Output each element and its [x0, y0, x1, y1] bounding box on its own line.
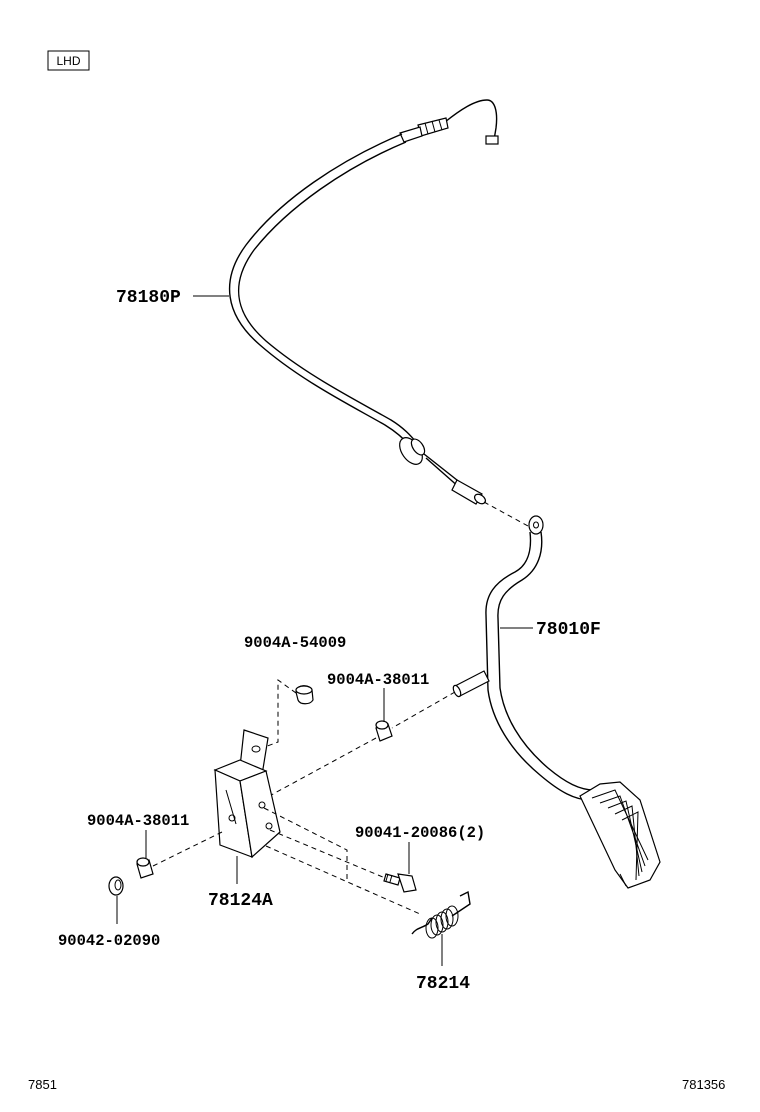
pedal-arm-part-number: 78010F — [536, 620, 601, 640]
region-tag-label: LHD — [56, 54, 80, 68]
bracket-part-number: 78124A — [208, 891, 273, 911]
return-spring[interactable] — [411, 890, 471, 939]
bushing-right-callout: 9004A-38011 — [327, 671, 429, 722]
bolt-part-number: 90041-20086(2) — [355, 824, 485, 842]
bolt-callout: 90041-20086(2) — [355, 824, 485, 874]
bolt[interactable] — [383, 873, 417, 893]
washer[interactable] — [108, 876, 124, 896]
spring-part-number: 78214 — [416, 974, 470, 994]
bracket-callout: 78124A — [208, 856, 273, 911]
spring-callout: 78214 — [416, 934, 470, 994]
washer-callout: 90042-02090 — [58, 896, 160, 950]
cable-part-number: 78180P — [116, 288, 181, 308]
region-tag: LHD — [47, 50, 90, 71]
grommet-top-callout: 9004A-54009 — [244, 634, 346, 652]
bushing-left[interactable] — [136, 857, 154, 879]
bushing-left-part-number: 9004A-38011 — [87, 812, 189, 830]
accelerator-pedal-arm[interactable] — [452, 515, 661, 889]
grommet-top[interactable] — [295, 685, 314, 705]
accelerator-cable[interactable] — [228, 99, 529, 527]
grommet-top-part-number: 9004A-54009 — [244, 634, 346, 652]
footer-right-code: 781356 — [682, 1077, 725, 1092]
bushing-right[interactable] — [375, 720, 393, 742]
pedal-bracket[interactable] — [213, 729, 281, 859]
bushing-right-part-number: 9004A-38011 — [327, 671, 429, 689]
pedal-arm-callout: 78010F — [500, 620, 601, 640]
footer-left-code: 7851 — [28, 1077, 57, 1092]
washer-part-number: 90042-02090 — [58, 932, 160, 950]
cable-callout: 78180P — [116, 288, 229, 308]
bushing-left-callout: 9004A-38011 — [87, 812, 189, 858]
